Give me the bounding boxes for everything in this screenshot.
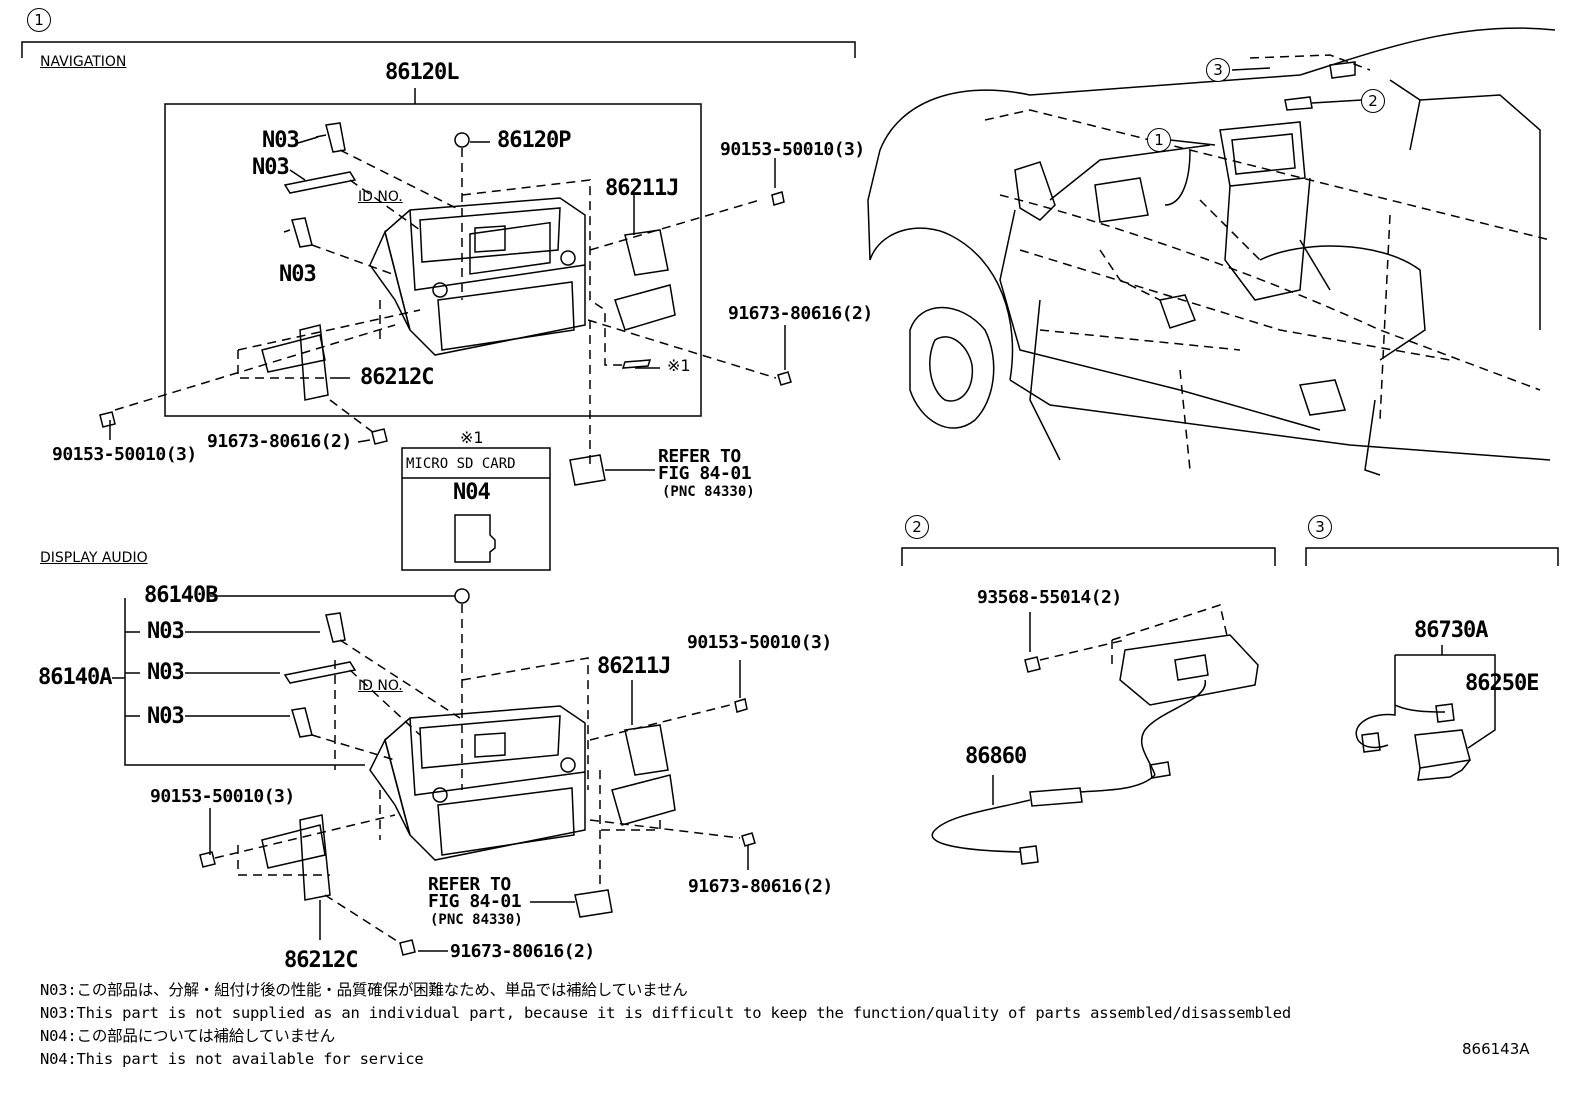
part-n03-nav-b: N03 — [252, 155, 290, 180]
navigation-screws — [99, 191, 792, 445]
navigation-head-unit — [369, 197, 586, 356]
callout-1: 1 — [27, 8, 51, 32]
screw-93568: 93568-55014(2) — [977, 587, 1122, 608]
screw-91673-nav-right: 91673-80616(2) — [728, 303, 873, 324]
screw-90153-nav-left: 90153-50010(3) — [52, 444, 197, 465]
part-86120L: 86120L — [385, 60, 459, 85]
screw-91673-nav-bottom: 91673-80616(2) — [207, 431, 352, 452]
figure-code: 866143A — [1462, 1040, 1530, 1058]
display-audio-small-parts — [261, 588, 676, 918]
screw-90153-da-left: 90153-50010(3) — [150, 786, 295, 807]
part-n03-da-c: N03 — [147, 704, 185, 729]
part-86212C-da: 86212C — [284, 948, 358, 973]
micro-sd-code: N04 — [453, 480, 491, 505]
micro-sd-title: MICRO SD CARD — [406, 456, 516, 472]
part-n03-da-b: N03 — [147, 660, 185, 685]
screw-90153-da-top: 90153-50010(3) — [687, 632, 832, 653]
vehicle-interior-illustration — [867, 27, 1556, 476]
part-n03-da-a: N03 — [147, 619, 185, 644]
section1-bracket — [21, 41, 856, 58]
vehicle-callout-1: 1 — [1147, 128, 1171, 152]
navigation-leader-lines — [114, 148, 777, 465]
vehicle-callout-3: 3 — [1206, 58, 1230, 82]
display-audio-label: DISPLAY AUDIO — [40, 550, 148, 566]
display-audio-bracket — [112, 598, 365, 766]
display-audio-leader-lines — [214, 604, 741, 944]
part-86211J-da: 86211J — [597, 654, 671, 679]
refer-nav-line3: (PNC 84330) — [662, 484, 755, 500]
navigation-solid-leaders — [109, 136, 786, 471]
note-n04-jp: N04:この部品については補給していません — [40, 1027, 335, 1045]
display-audio-screws — [199, 698, 756, 956]
refer-da-line3: (PNC 84330) — [430, 912, 523, 928]
navigation-label: NAVIGATION — [40, 54, 127, 70]
vehicle-callout-2: 2 — [1361, 89, 1385, 113]
part-n03-nav-c: N03 — [279, 262, 317, 287]
vehicle-dashed-lines — [984, 54, 1551, 471]
refer-da-line2: FIG 84-01 — [428, 891, 522, 912]
asterisk-ref-nav: ※1 — [667, 356, 691, 375]
part-n03-nav-a: N03 — [262, 128, 300, 153]
micro-sd-asterisk: ※1 — [460, 428, 484, 447]
vehicle-callout-leaders — [1169, 67, 1363, 146]
id-no-label-da: ID NO. — [358, 678, 403, 694]
screw-91673-da-right: 91673-80616(2) — [688, 876, 833, 897]
part-86212C-nav: 86212C — [360, 365, 434, 390]
section2-bracket — [901, 547, 1276, 566]
navigation-frame — [164, 103, 702, 417]
note-n03-en: N03:This part is not supplied as an indi… — [40, 1004, 1292, 1022]
part-86140A: 86140A — [38, 665, 112, 690]
callout-3: 3 — [1308, 515, 1332, 539]
refer-da-line1: REFER TO — [428, 874, 511, 895]
note-n04-en: N04:This part is not available for servi… — [40, 1050, 424, 1068]
refer-nav-line2: FIG 84-01 — [658, 463, 752, 484]
parts-86730A-86250E — [1355, 645, 1496, 781]
screw-90153-nav-top: 90153-50010(3) — [720, 139, 865, 160]
screw-91673-da-bottom: 91673-80616(2) — [450, 941, 595, 962]
part-86120P: 86120P — [497, 128, 571, 153]
part-86250E: 86250E — [1465, 671, 1539, 696]
part-86730A: 86730A — [1414, 618, 1488, 643]
part-86860: 86860 — [965, 744, 1027, 769]
display-audio-solid-leaders — [185, 595, 749, 952]
id-no-label-nav: ID NO. — [358, 189, 403, 205]
part-86211J-nav: 86211J — [605, 176, 679, 201]
callout-2: 2 — [905, 515, 929, 539]
part-86140B: 86140B — [144, 583, 218, 608]
note-n03-jp: N03:この部品は、分解・組付け後の性能・品質確保が困難なため、単品では補給して… — [40, 981, 688, 999]
micro-sd-box — [401, 447, 551, 571]
section3-bracket — [1305, 547, 1559, 566]
cable-assembly-86860 — [931, 634, 1259, 865]
connector-nav — [569, 454, 606, 486]
refer-nav-line1: REFER TO — [658, 446, 741, 467]
display-audio-head-unit — [369, 705, 586, 861]
